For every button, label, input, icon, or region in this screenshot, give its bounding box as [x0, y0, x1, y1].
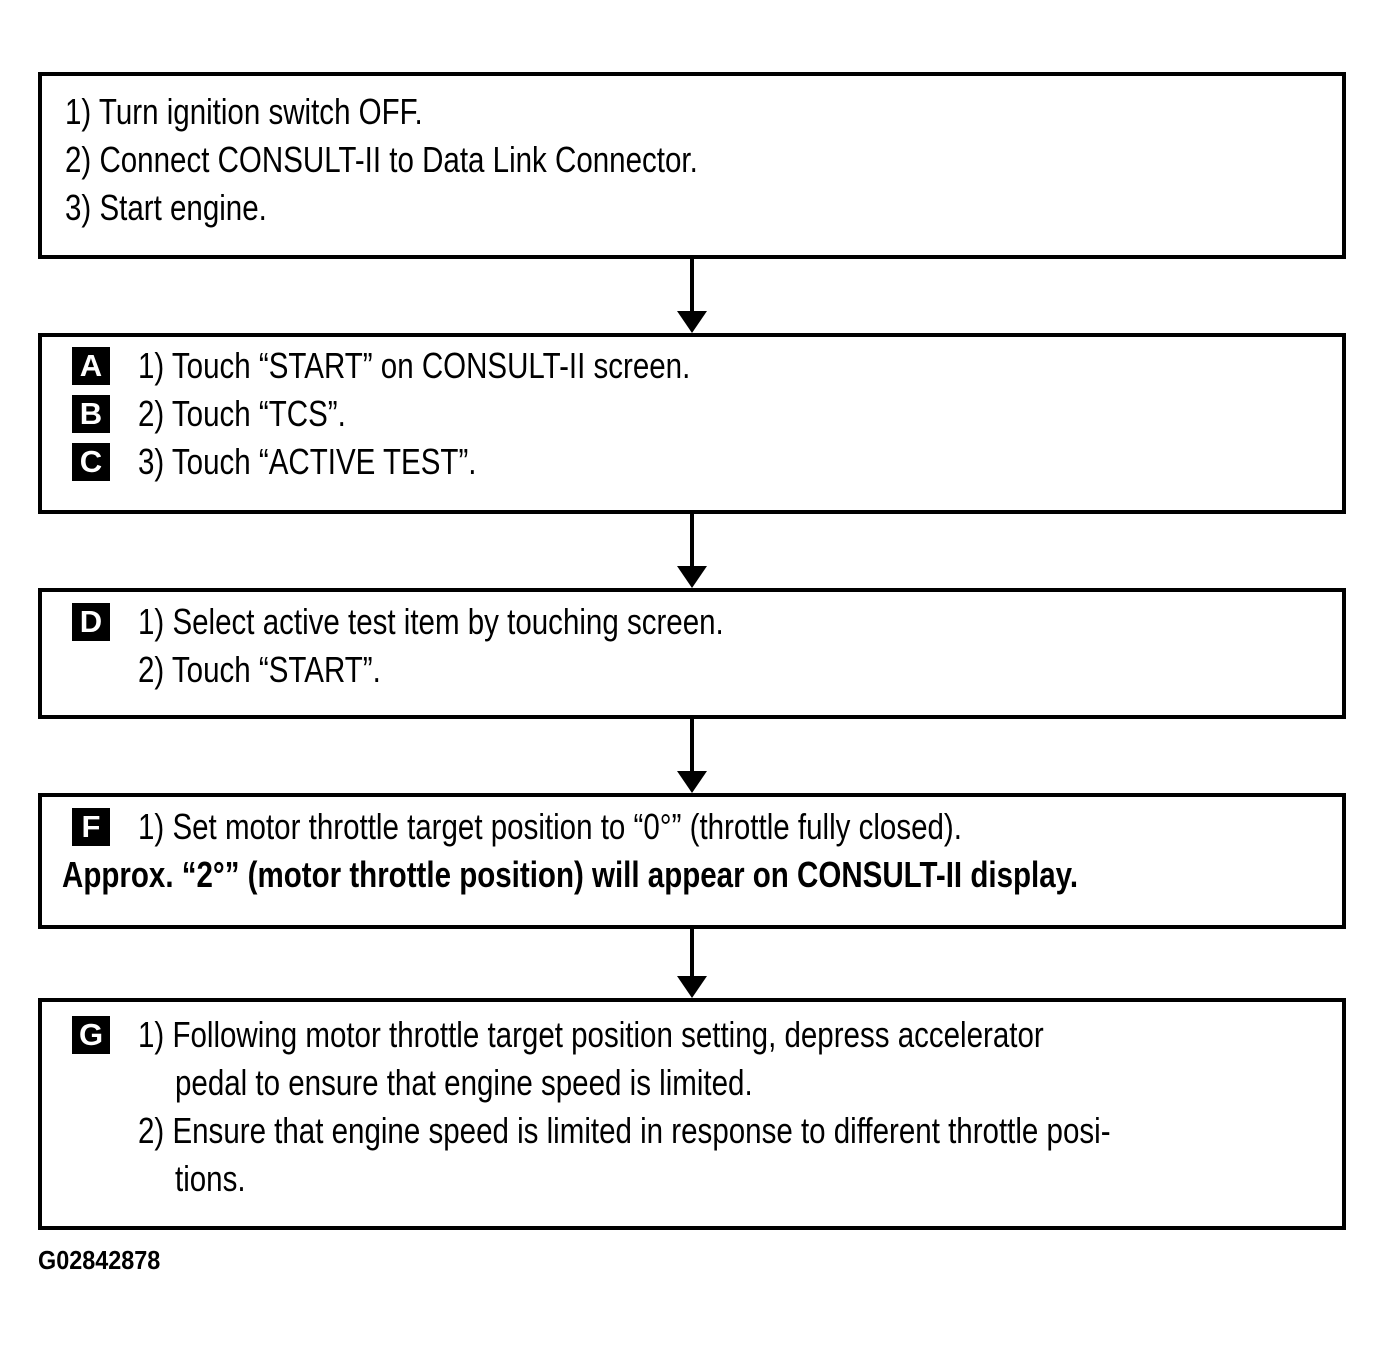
note-row: Approx. “2°” (motor throttle position) w…	[42, 851, 1342, 899]
step-text: tions.	[175, 1158, 246, 1199]
step-text: 3) Start engine.	[65, 187, 267, 228]
figure-id-caption: G02842878	[38, 1245, 174, 1276]
step-text: 2) Ensure that engine speed is limited i…	[138, 1110, 1111, 1151]
arrow-shaft	[690, 259, 694, 311]
arrow-head	[677, 771, 707, 793]
step-text: 1) Following motor throttle target posit…	[138, 1014, 1044, 1055]
step-tag-badge: B	[72, 395, 110, 433]
note-text: Approx. “2°” (motor throttle position) w…	[62, 854, 1079, 895]
step-row: F 1) Set motor throttle target position …	[42, 803, 1342, 851]
step-text: 2) Touch “TCS”.	[138, 393, 346, 434]
step-tag-badge: F	[72, 808, 110, 846]
step-tag-badge: D	[72, 603, 110, 641]
flow-connector-down-arrow-icon	[674, 514, 710, 588]
flow-connector-down-arrow-icon	[674, 719, 710, 793]
arrow-shaft	[690, 719, 694, 771]
flow-box-throttle-target: F 1) Set motor throttle target position …	[38, 793, 1346, 929]
arrow-head	[677, 311, 707, 333]
step-tag-badge: C	[72, 443, 110, 481]
flow-box-verification: G 1) Following motor throttle target pos…	[38, 998, 1346, 1230]
flow-box-active-test-select: D 1) Select active test item by touching…	[38, 588, 1346, 719]
step-text: 1) Touch “START” on CONSULT-II screen.	[138, 345, 691, 386]
step-text: 2) Connect CONSULT-II to Data Link Conne…	[65, 139, 698, 180]
step-row: B 2) Touch “TCS”.	[42, 390, 1342, 438]
step-row: 1) Turn ignition switch OFF.	[42, 88, 1342, 136]
step-tag-badge: A	[72, 347, 110, 385]
flow-connector-down-arrow-icon	[674, 259, 710, 333]
step-row: 2) Connect CONSULT-II to Data Link Conne…	[42, 136, 1342, 184]
step-row: C 3) Touch “ACTIVE TEST”.	[42, 438, 1342, 486]
step-text: 1) Turn ignition switch OFF.	[65, 91, 423, 132]
step-text: 1) Select active test item by touching s…	[138, 601, 724, 642]
flow-box-preparation: 1) Turn ignition switch OFF. 2) Connect …	[38, 72, 1346, 259]
arrow-head	[677, 566, 707, 588]
step-row: 2) Ensure that engine speed is limited i…	[42, 1107, 1342, 1155]
step-text: 2) Touch “START”.	[138, 649, 381, 690]
step-row: A 1) Touch “START” on CONSULT-II screen.	[42, 342, 1342, 390]
step-row: 3) Start engine.	[42, 184, 1342, 232]
arrow-shaft	[690, 514, 694, 566]
arrow-head	[677, 976, 707, 998]
figure-id-text: G02842878	[38, 1245, 161, 1275]
step-text: pedal to ensure that engine speed is lim…	[175, 1062, 753, 1103]
step-row: G 1) Following motor throttle target pos…	[42, 1011, 1342, 1059]
step-row: tions.	[42, 1155, 1342, 1203]
step-row: D 1) Select active test item by touching…	[42, 598, 1342, 646]
step-text: 3) Touch “ACTIVE TEST”.	[138, 441, 477, 482]
step-tag-badge: G	[72, 1016, 110, 1054]
step-row: 2) Touch “START”.	[42, 646, 1342, 694]
step-text: 1) Set motor throttle target position to…	[138, 806, 962, 847]
flow-connector-down-arrow-icon	[674, 929, 710, 998]
flow-box-consult-menu: A 1) Touch “START” on CONSULT-II screen.…	[38, 333, 1346, 514]
arrow-shaft	[690, 929, 694, 976]
step-row: pedal to ensure that engine speed is lim…	[42, 1059, 1342, 1107]
